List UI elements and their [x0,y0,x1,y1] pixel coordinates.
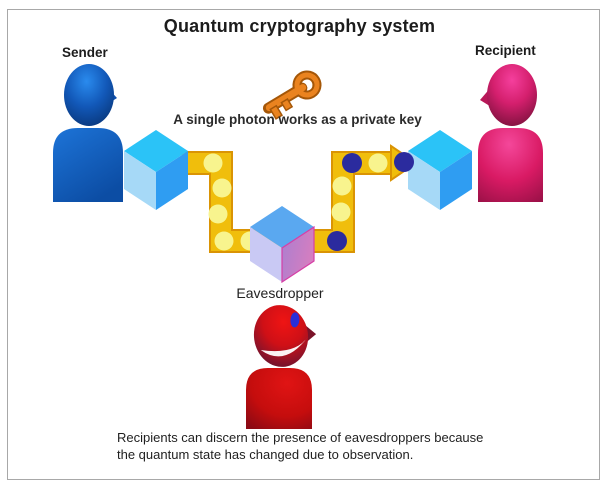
footnote-line-1: Recipients can discern the presence of e… [117,430,484,445]
photon-dot [212,178,232,198]
footnote-line-2: the quantum state has changed due to obs… [117,447,414,462]
photon-dot [368,153,388,173]
sender-figure [53,64,123,202]
photon-dot [332,176,352,196]
recipient-cube [408,130,472,210]
recipient-label: Recipient [475,43,536,58]
recipient-figure [478,64,543,202]
altered-photon-dots [327,153,362,251]
eavesdropper-eye [290,312,300,328]
photon-caption: A single photon works as a private key [173,112,422,127]
sender-label: Sender [62,45,108,60]
eavesdropper-label: Eavesdropper [236,285,324,301]
footnote: Recipients can discern the presence of e… [117,429,483,463]
altered-photon-dot [394,152,414,172]
altered-photon-dot [327,231,347,251]
eavesdropper-grin [260,336,309,357]
photon-dot [203,153,223,173]
altered-photon-dot [342,153,362,173]
photon-dot [331,202,351,222]
photon-dot [208,204,228,224]
eavesdropper-cube [250,206,315,284]
key-icon [262,70,322,120]
sender-cube [124,130,188,210]
photon-dot [214,231,234,251]
eavesdropper-figure [246,305,317,429]
diagram-title: Quantum cryptography system [163,16,436,36]
